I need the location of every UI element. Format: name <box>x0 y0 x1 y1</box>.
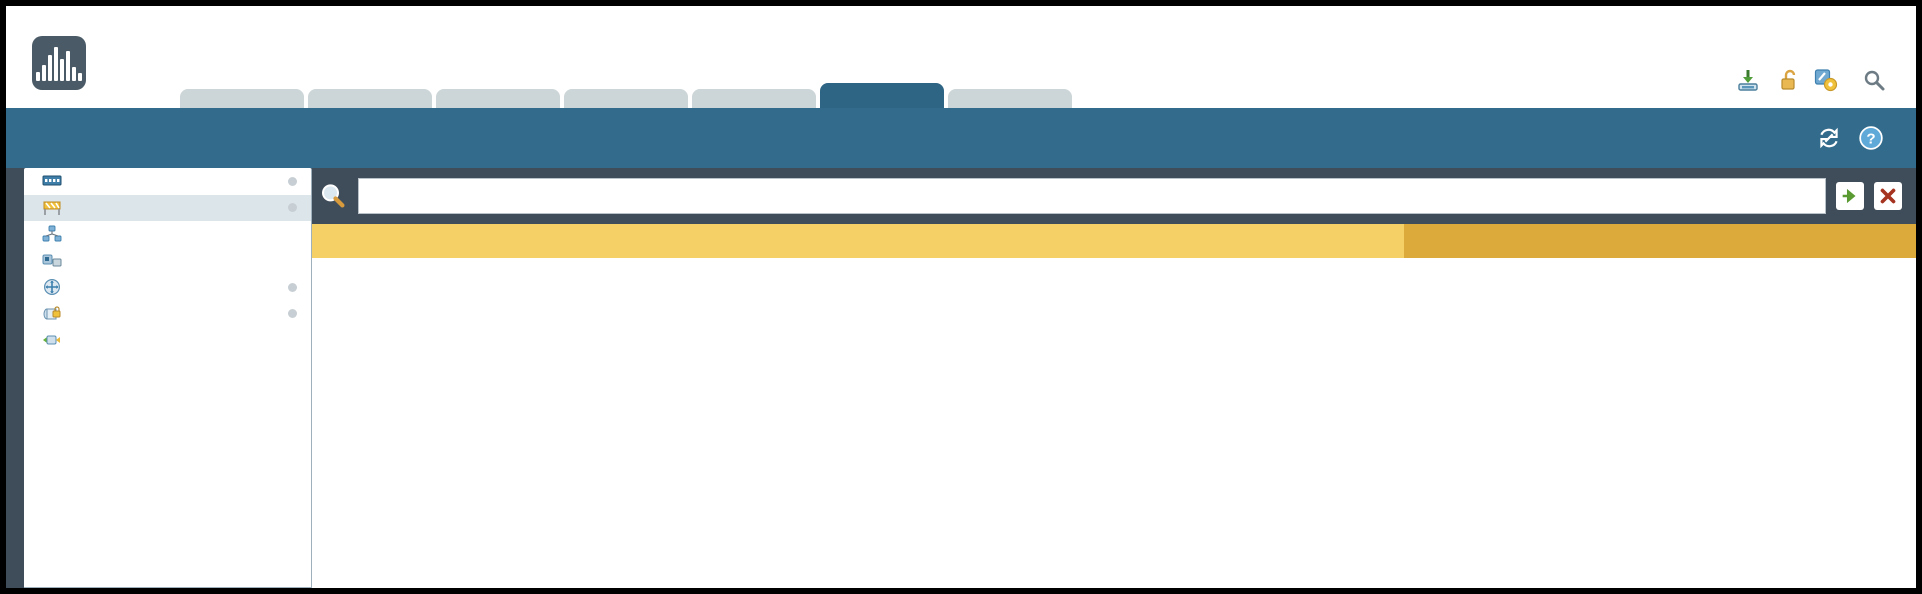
brand-logo <box>6 36 102 108</box>
sidebar-item-interfaces[interactable] <box>24 168 311 195</box>
sidebar-item-status-dot <box>288 203 297 213</box>
sidebar-item-status-dot <box>288 176 297 186</box>
sidebar-item-status-dot <box>288 309 297 319</box>
secondary-blue-band: ? <box>6 108 1916 168</box>
ipsec-tunnels-icon <box>43 306 61 320</box>
help-question-icon: ? <box>1859 126 1883 150</box>
virtual-wires-icon <box>42 254 62 267</box>
lock-button[interactable] <box>1778 68 1802 92</box>
top-header <box>6 6 1916 108</box>
magnifier-icon[interactable] <box>318 181 348 211</box>
help-button[interactable]: ? <box>1858 125 1890 151</box>
refresh-button[interactable] <box>1816 125 1842 151</box>
vlans-icon <box>42 225 62 242</box>
search-icon <box>1864 70 1885 91</box>
apply-filter-button[interactable] <box>1836 182 1864 210</box>
search-input[interactable] <box>358 178 1826 214</box>
sidebar-item-ipsec-tunnels[interactable] <box>24 301 311 328</box>
unlocked-padlock-icon <box>1781 69 1796 90</box>
zones-table-container <box>312 224 1916 588</box>
commit-icon <box>1738 70 1758 91</box>
tab-dashboard[interactable] <box>180 89 304 108</box>
sidebar-item-zones[interactable] <box>24 194 311 221</box>
top-right-actions <box>1736 68 1916 108</box>
config-menu[interactable] <box>1814 68 1850 92</box>
filter-bar <box>312 168 1916 224</box>
network-sidebar <box>24 168 312 588</box>
tab-network[interactable] <box>820 83 944 108</box>
main-body <box>6 168 1916 588</box>
tab-device[interactable] <box>948 89 1072 108</box>
tab-monitor[interactable] <box>436 89 560 108</box>
virtual-routers-icon <box>43 279 61 296</box>
tab-objects[interactable] <box>692 89 816 108</box>
search-button[interactable] <box>1862 68 1892 92</box>
svg-text:?: ? <box>1866 130 1875 147</box>
gre-tunnels-icon <box>43 335 60 345</box>
sidebar-item-virtual-wires[interactable] <box>24 248 311 275</box>
tab-acc[interactable] <box>308 89 432 108</box>
red-x-clear-icon <box>1880 188 1896 204</box>
interfaces-icon <box>42 175 62 186</box>
sidebar-item-gre-tunnels[interactable] <box>24 327 311 354</box>
group-header-row <box>312 224 1916 258</box>
sidebar-item-virtual-routers[interactable] <box>24 274 311 301</box>
green-arrow-apply-icon <box>1842 188 1856 204</box>
zones-icon <box>43 201 61 215</box>
userid-group-header <box>1404 224 1916 258</box>
sidebar-item-status-dot <box>288 282 297 292</box>
main-nav-tabs <box>180 83 1072 108</box>
refresh-icon <box>1820 127 1838 149</box>
paloalto-waveform-logo-icon <box>32 36 86 90</box>
table-head <box>312 224 1916 258</box>
zones-table <box>312 224 1916 258</box>
sidebar-item-vlans[interactable] <box>24 221 311 248</box>
clear-filter-button[interactable] <box>1874 182 1902 210</box>
group-header-spacer <box>312 224 1405 258</box>
config-wrench-gear-icon <box>1814 69 1838 92</box>
content-panel <box>312 168 1916 588</box>
commit-button[interactable] <box>1736 68 1766 92</box>
tab-policies[interactable] <box>564 89 688 108</box>
